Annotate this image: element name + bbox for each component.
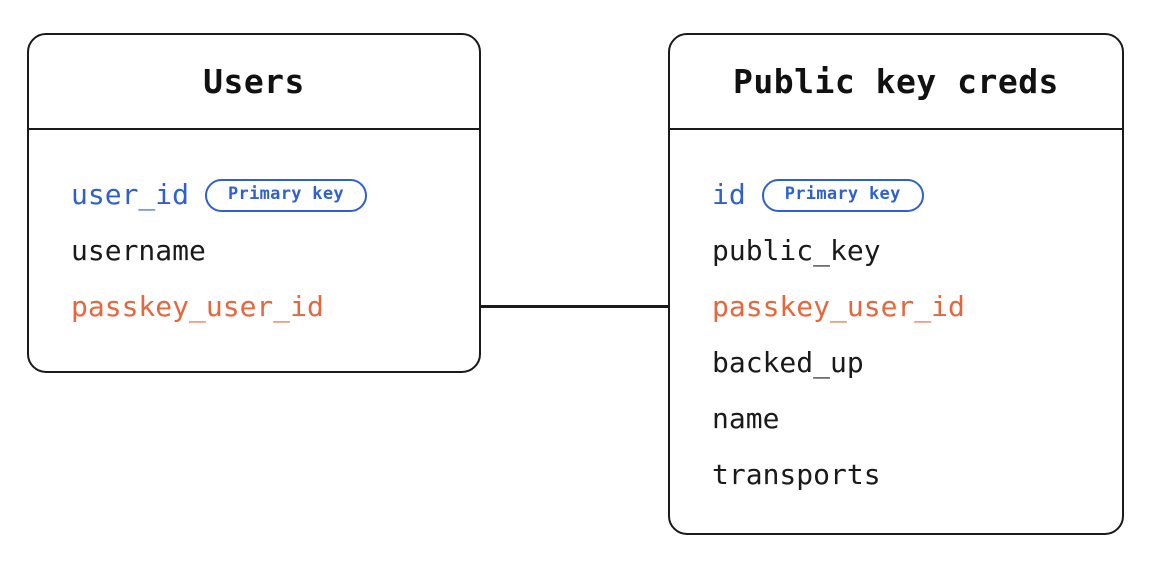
entity-public-key-creds-header: Public key creds [670, 35, 1122, 130]
relationship-connector-passkey-user-id [479, 305, 670, 308]
field-name-transports: transports [712, 458, 881, 491]
field-name-name: name [712, 402, 780, 435]
field-name-id: id [712, 178, 746, 211]
field-name-username: username [71, 234, 206, 267]
field-row-public-key[interactable]: public_key [670, 223, 1122, 279]
entity-public-key-creds-title: Public key creds [733, 62, 1059, 101]
field-row-passkey-user-id[interactable]: passkey_user_id [670, 279, 1122, 335]
field-name-public-key: public_key [712, 234, 881, 267]
entity-users-header: Users [29, 35, 479, 130]
field-row-username[interactable]: username [29, 223, 479, 279]
entity-users-field-list: user_id Primary key username passkey_use… [29, 130, 479, 371]
badge-primary-key: Primary key [205, 178, 367, 212]
entity-users-title: Users [203, 62, 305, 101]
badge-primary-key: Primary key [761, 178, 924, 212]
entity-public-key-creds[interactable]: Public key creds id Primary key public_k… [668, 33, 1124, 535]
field-row-id[interactable]: id Primary key [670, 167, 1122, 223]
field-name-backed-up: backed_up [712, 346, 864, 379]
field-name-passkey-user-id: passkey_user_id [712, 290, 965, 323]
badge-primary-key-label: Primary key [784, 183, 901, 204]
field-name-passkey-user-id: passkey_user_id [71, 290, 324, 323]
field-name-user-id: user_id [71, 178, 190, 211]
entity-public-key-creds-field-list: id Primary key public_key passkey_user_i… [670, 130, 1122, 533]
field-row-user-id[interactable]: user_id Primary key [29, 167, 479, 223]
badge-primary-key-label: Primary key [228, 183, 344, 204]
field-row-backed-up[interactable]: backed_up [670, 335, 1122, 391]
field-row-passkey-user-id[interactable]: passkey_user_id [29, 279, 479, 335]
field-row-transports[interactable]: transports [670, 447, 1122, 503]
entity-users[interactable]: Users user_id Primary key username passk… [27, 33, 481, 373]
field-row-name[interactable]: name [670, 391, 1122, 447]
